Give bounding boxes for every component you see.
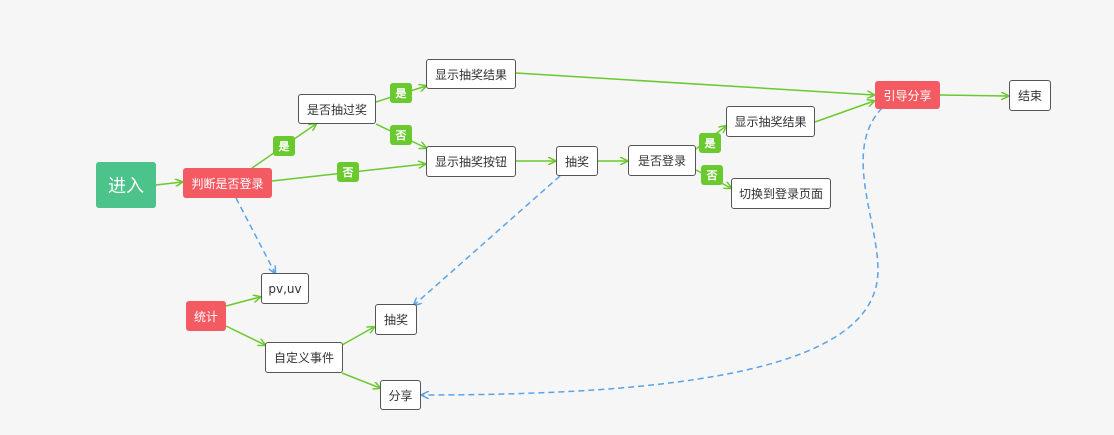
node-show-result-top[interactable]: 显示抽奖结果 [426, 59, 516, 89]
node-is-logged-in[interactable]: 是否登录 [628, 145, 696, 176]
tag-no-show-button-2: 否 [390, 125, 412, 145]
node-enter[interactable]: 进入 [96, 162, 156, 208]
edge-custom-shareevent [341, 372, 380, 388]
tag-yes-drawn-before: 是 [273, 136, 295, 156]
node-share-event[interactable]: 分享 [380, 380, 421, 410]
tag-yes-show-result: 是 [390, 83, 412, 103]
edge-dashed-check-pvuv [235, 197, 275, 273]
node-custom-event[interactable]: 自定义事件 [265, 342, 343, 373]
edge-custom-drawevent [341, 327, 374, 346]
node-end[interactable]: 结束 [1009, 80, 1051, 111]
node-guide-share[interactable]: 引导分享 [875, 81, 940, 109]
tag-yes-show-result-2: 是 [699, 133, 721, 153]
edge-dashed-guide-share [422, 107, 883, 395]
edge-result2-guide [814, 101, 874, 123]
node-show-draw-button[interactable]: 显示抽奖按钮 [426, 146, 516, 177]
tag-no-switch-login: 否 [701, 165, 723, 185]
edge-enter-check [155, 182, 182, 185]
node-draw[interactable]: 抽奖 [556, 146, 598, 176]
edge-dashed-draw-drawevent [414, 175, 561, 305]
edge-guide-end [939, 95, 1008, 96]
node-switch-login-page[interactable]: 切换到登录页面 [731, 178, 831, 209]
tag-no-show-button: 否 [337, 162, 359, 182]
edge-stats-pvuv [225, 297, 260, 307]
node-show-result-mid[interactable]: 显示抽奖结果 [726, 106, 815, 137]
node-stats[interactable]: 统计 [186, 301, 226, 331]
node-pvuv[interactable]: pv,uv [261, 273, 309, 304]
node-drawn-before[interactable]: 是否抽过奖 [298, 94, 376, 124]
edge-result-guide [515, 72, 874, 95]
edge-stats-custom [225, 325, 265, 345]
node-draw-event[interactable]: 抽奖 [375, 304, 417, 335]
node-check-login[interactable]: 判断是否登录 [183, 168, 272, 198]
